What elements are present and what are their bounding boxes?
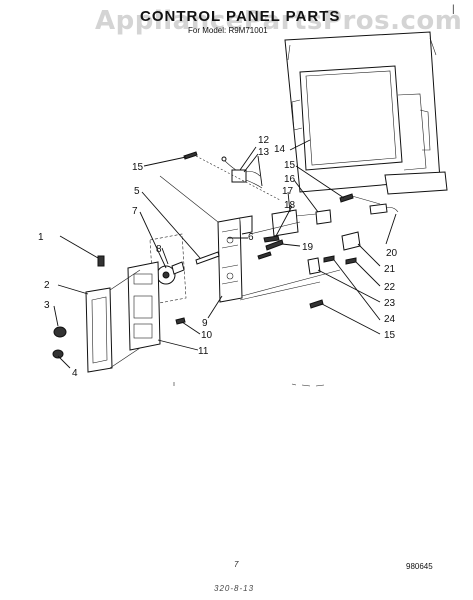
callout-13: 13 <box>258 147 270 158</box>
control-bracket-part <box>217 215 253 303</box>
small-screw-part <box>97 255 105 267</box>
screw-15-right-part <box>339 193 354 203</box>
print-marks <box>173 382 325 387</box>
handwritten-stamp: 320-8-13 <box>214 584 255 593</box>
screw-22-part <box>345 257 357 265</box>
callout-24: 24 <box>384 314 396 325</box>
callout-4: 4 <box>72 368 78 379</box>
callout-12: 12 <box>258 135 270 146</box>
sensor-part <box>369 203 399 215</box>
shaft-part <box>195 251 220 265</box>
callout-2: 2 <box>44 280 50 291</box>
diagram-title: CONTROL PANEL PARTS <box>140 8 341 25</box>
callout-22: 22 <box>384 282 396 293</box>
corner-mark: | <box>452 4 455 15</box>
front-frame-part <box>284 31 448 195</box>
model-subtitle: For Model: R9M71001 <box>188 26 268 35</box>
screw-part <box>183 151 198 160</box>
callout-23: 23 <box>384 298 396 309</box>
callout-18: 18 <box>284 200 296 211</box>
callout-labels: 1 2 3 4 5 6 7 8 9 10 11 12 13 14 15 15 1… <box>38 135 398 379</box>
callout-10: 10 <box>201 330 213 341</box>
callout-15-top: 15 <box>132 162 144 173</box>
callout-8: 8 <box>156 244 162 255</box>
callout-14: 14 <box>274 144 286 155</box>
callout-15-right: 15 <box>284 160 296 171</box>
callout-11: 11 <box>198 346 209 357</box>
callout-19: 19 <box>302 242 314 253</box>
callout-7: 7 <box>132 206 138 217</box>
knob-parts <box>52 326 67 359</box>
screw-19-part <box>257 239 284 260</box>
switch-21-part <box>341 231 361 251</box>
callout-3: 3 <box>44 300 50 311</box>
lever-part <box>307 257 321 275</box>
callout-9: 9 <box>202 318 208 329</box>
panel-insert-part <box>127 261 161 351</box>
callout-1: 1 <box>38 232 44 243</box>
callout-15-bottom: 15 <box>384 330 396 341</box>
callout-16: 16 <box>284 174 296 185</box>
screw-24-part <box>309 255 335 309</box>
assembly-lines <box>109 155 381 369</box>
document-code: 980645 <box>406 562 433 571</box>
callout-20: 20 <box>386 248 398 259</box>
page-number: 7 <box>234 560 239 569</box>
connector-part <box>221 156 263 189</box>
callout-6: 6 <box>248 232 254 243</box>
watermark: AppliancePartsPros.com <box>95 6 463 36</box>
callout-17: 17 <box>282 186 294 197</box>
callout-5: 5 <box>134 186 140 197</box>
control-panel-frame-part <box>85 287 113 373</box>
switch-assembly-part <box>263 209 332 243</box>
callout-21: 21 <box>384 264 396 275</box>
leader-lines <box>53 139 397 369</box>
